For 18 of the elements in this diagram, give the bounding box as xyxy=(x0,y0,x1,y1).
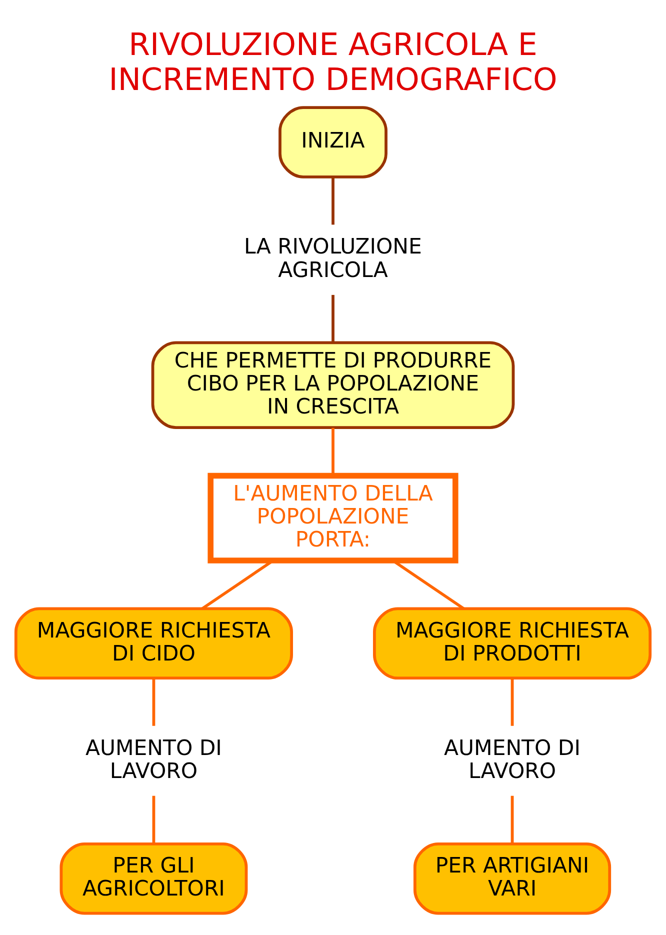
connector xyxy=(510,795,514,843)
connector xyxy=(152,678,156,726)
node-box: PER GLI AGRICOLTORI xyxy=(60,842,248,914)
connector xyxy=(332,427,334,475)
diagram-title: RIVOLUZIONE AGRICOLA E INCREMENTO DEMOGRAFICO xyxy=(108,26,558,98)
node-text: LA RIVOLUZIONE AGRICOLA xyxy=(244,233,422,282)
node-box: PER ARTIGIANI VARI xyxy=(413,842,612,914)
node-box: CHE PERMETTE DI PRODURRE CIBO PER LA POPOLAZIONE IN CRESCITA xyxy=(151,340,515,428)
connector xyxy=(152,795,156,843)
node-text: AUMENTO DI LAVORO xyxy=(444,734,580,782)
node-box: INIZIA xyxy=(278,106,388,178)
connector xyxy=(332,294,334,342)
node-box: MAGGIORE RICHIESTA DI CIDO xyxy=(14,606,293,680)
node-box: MAGGIORE RICHIESTA DI PRODOTTI xyxy=(373,606,652,680)
node-text: AUMENTO DI LAVORO xyxy=(86,734,222,782)
node-box: L'AUMENTO DELLA POPOLAZIONE PORTA: xyxy=(208,472,458,563)
connector xyxy=(510,678,514,726)
connector xyxy=(332,176,334,224)
